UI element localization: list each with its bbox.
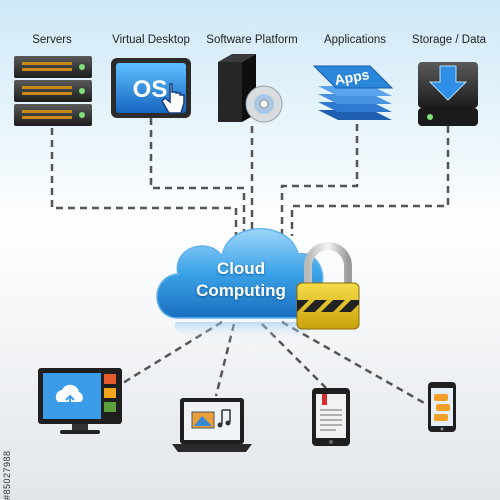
label-storage-data: Storage / Data	[411, 34, 487, 46]
apps-stack-icon: Apps	[312, 65, 394, 120]
connector-storage	[290, 126, 450, 236]
cloud-title-line1: Cloud	[216, 259, 266, 278]
label-software-platform: Software Platform	[206, 34, 298, 46]
connector-applications	[280, 124, 359, 236]
connectors-top	[50, 118, 450, 236]
connector-phone	[281, 320, 427, 406]
connector-virtual-desktop	[149, 118, 246, 236]
connector-desktop	[117, 320, 223, 388]
padlock-icon	[296, 242, 360, 330]
apps-screen-text: Apps	[333, 66, 370, 88]
label-applications: Applications	[323, 34, 387, 46]
stock-watermark-id: #85027988	[2, 450, 12, 500]
label-servers: Servers	[32, 34, 72, 46]
connector-servers	[50, 128, 238, 236]
laptop-icon	[172, 398, 252, 452]
smartphone-icon	[428, 382, 456, 432]
cloud-upload-icon	[55, 384, 83, 402]
storage-download-icon	[418, 62, 478, 126]
ebook-reader-icon	[312, 388, 350, 446]
os-screen-text: OS	[133, 76, 168, 103]
cloud-computing-title: Cloud Computing	[186, 258, 296, 302]
software-box-icon	[218, 54, 283, 123]
cloud-icon	[156, 228, 324, 343]
server-rack-icon	[14, 56, 92, 126]
desktop-monitor-icon	[38, 368, 122, 434]
label-virtual-desktop: Virtual Desktop	[112, 34, 190, 46]
os-monitor-icon: OS	[111, 58, 191, 118]
pointer-hand-icon	[161, 83, 185, 114]
cloud-title-line2: Computing	[196, 281, 286, 300]
